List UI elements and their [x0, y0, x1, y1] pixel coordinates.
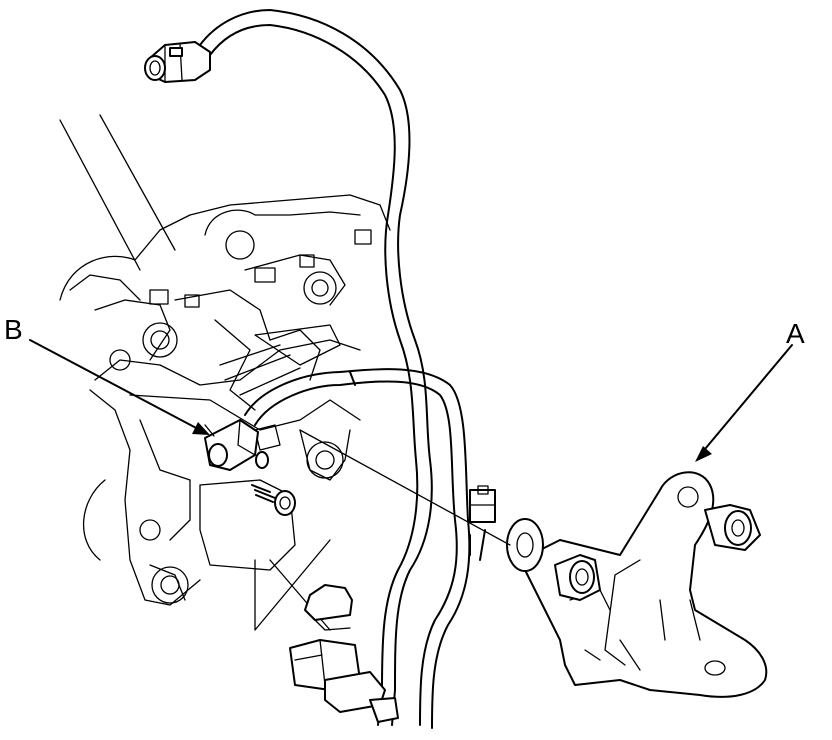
leader-arrow-b	[29, 339, 210, 435]
top-connector	[144, 41, 211, 83]
engine-block	[59, 114, 391, 631]
bottom-connectors	[289, 584, 399, 723]
sensor-b	[204, 419, 269, 471]
leader-arrow-a	[695, 344, 793, 462]
callout-label-b: B	[4, 314, 23, 345]
callout-label-a: A	[786, 318, 805, 349]
wiring-harness	[199, 9, 486, 729]
alignment-line	[299, 429, 511, 546]
mounting-bolt	[251, 484, 296, 516]
harness-connector	[469, 485, 496, 523]
bracket-a	[506, 471, 768, 698]
